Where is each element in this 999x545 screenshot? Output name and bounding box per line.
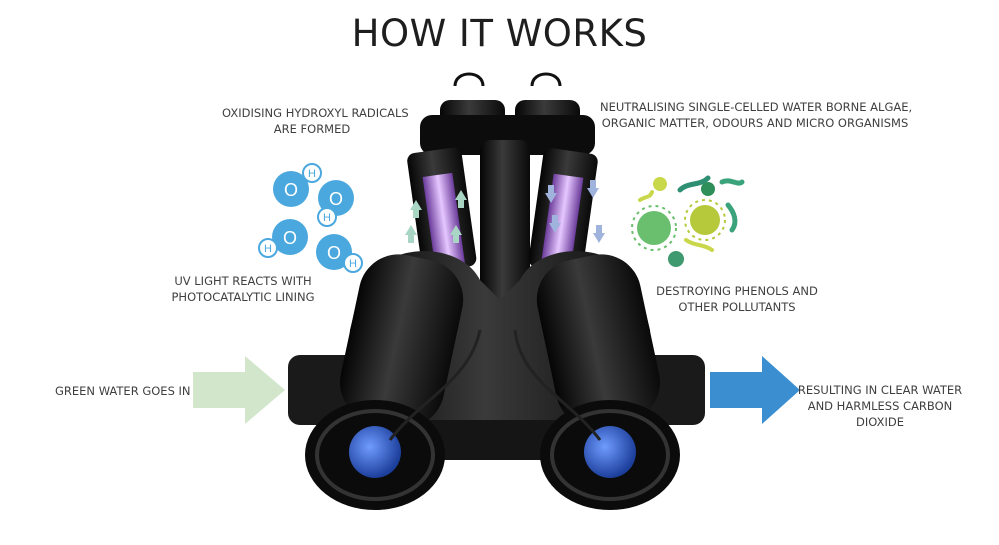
oxygen-label-1: O	[284, 180, 298, 200]
label-radicals-line1: OXIDISING HYDROXYL RADICALS	[222, 106, 409, 120]
hydrogen-label-4: H	[349, 258, 357, 270]
label-phenols-line2: OTHER POLLUTANTS	[678, 300, 796, 314]
label-radicals: OXIDISING HYDROXYL RADICALS ARE FORMED	[222, 105, 409, 137]
uv-unit	[288, 72, 705, 510]
label-uv-light: UV LIGHT REACTS WITH PHOTOCATALYTIC LINI…	[168, 273, 318, 305]
label-result-line3: DIOXIDE	[856, 415, 904, 429]
hydrogen-label-1: H	[308, 168, 316, 180]
label-result-line1: RESULTING IN CLEAR WATER	[797, 383, 963, 397]
hydrogen-label-2: H	[323, 212, 331, 224]
molecule-2	[317, 180, 354, 227]
label-uv-line2: PHOTOCATALYTIC LINING	[171, 290, 315, 304]
oxygen-label-4: O	[327, 243, 341, 263]
label-result-line2: AND HARMLESS CARBON	[807, 399, 953, 413]
label-uv-line1: UV LIGHT REACTS WITH	[174, 274, 312, 288]
label-neutralising: NEUTRALISING SINGLE-CELLED WATER BORNE A…	[600, 99, 913, 131]
label-neutralising-line1: NEUTRALISING SINGLE-CELLED WATER BORNE A…	[600, 100, 913, 114]
label-result: RESULTING IN CLEAR WATER AND HARMLESS CA…	[790, 382, 970, 430]
bacteria-cluster	[631, 175, 745, 267]
molecule-1	[273, 163, 322, 207]
molecule-4	[316, 234, 363, 273]
inflow-arrow	[193, 356, 285, 424]
right-flow-arrows	[545, 180, 605, 243]
label-phenols: DESTROYING PHENOLS AND OTHER POLLUTANTS	[652, 283, 822, 315]
label-phenols-line1: DESTROYING PHENOLS AND	[656, 284, 818, 298]
label-radicals-line2: ARE FORMED	[273, 122, 351, 136]
left-flow-arrows	[405, 190, 467, 243]
outflow-arrow	[710, 356, 800, 424]
page-title: HOW IT WORKS	[351, 12, 648, 55]
hydrogen-label-3: H	[264, 243, 272, 255]
oxygen-label-2: O	[329, 189, 343, 209]
label-neutralising-line2: ORGANIC MATTER, ODOURS AND MICRO ORGANIS…	[601, 116, 909, 130]
label-green-water: GREEN WATER GOES IN	[55, 384, 191, 398]
oxygen-label-3: O	[283, 228, 297, 248]
molecule-3	[258, 219, 308, 258]
